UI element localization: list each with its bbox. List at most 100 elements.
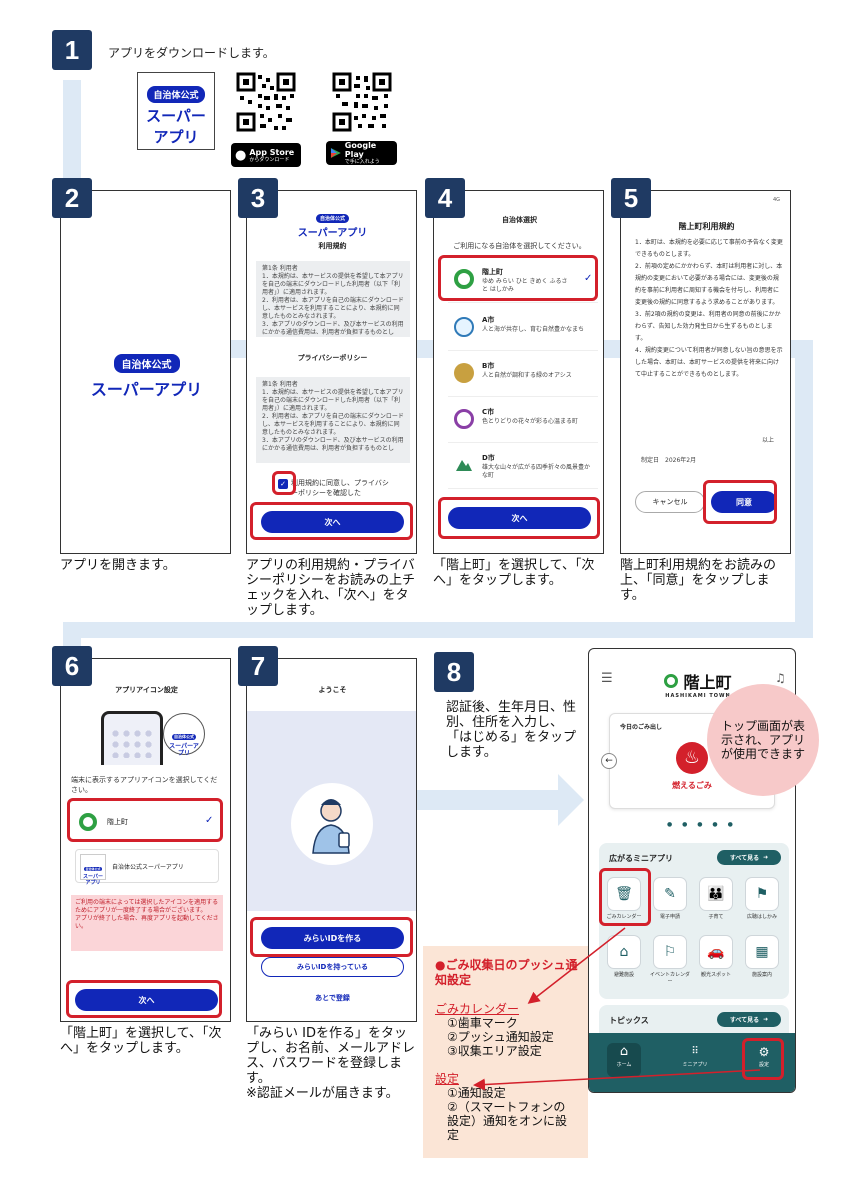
nav-settings[interactable]: ⚙ 設定 [747, 1043, 781, 1077]
flag-icon: ⚐ [663, 944, 677, 960]
municipality-item-a[interactable]: A市 人と海が共存し、育む自然豊かなまち [448, 307, 598, 351]
step-6-next-highlight [66, 980, 222, 1018]
miniapp-see-all-button[interactable]: すべて見る ➜ [717, 850, 781, 865]
tile-garbage-calendar[interactable]: 🗑 [607, 877, 641, 911]
nav-label: ホーム [616, 1062, 632, 1068]
calendar-heading: ごみカレンダー [435, 1002, 520, 1016]
step-7-create-highlight [250, 917, 413, 957]
step-3-badge: 3 [238, 178, 278, 218]
municipality-subtitle: ご利用になる自治体を選択してください。 [453, 242, 586, 250]
municipality-desc: 人と海が共存し、育む自然豊かなまち [482, 326, 585, 333]
notification-bell-icon[interactable]: ♫ [775, 671, 786, 685]
municipality-item-d[interactable]: D市 雄大な山々が広がる四季折々の風景豊かな町 [448, 445, 598, 489]
icon-option-label: 自治体公式スーパーアプリ [112, 864, 184, 871]
municipality-name: D市 [482, 454, 495, 462]
icon-option-hashikami[interactable]: 階上町 ✓ [75, 805, 219, 839]
settings-steps: ①通知設定 ②（スマートフォンの設定）通知をオンに設定 [435, 1086, 580, 1142]
town-name-en: HASHIKAMI TOWN [665, 693, 731, 699]
settings-step: ①通知設定 [447, 1086, 506, 1100]
welcome-title: ようこそ [318, 686, 347, 694]
municipality-name: B市 [482, 362, 495, 370]
step-1-text: アプリをダウンロードします。 [108, 46, 275, 60]
speech-bubble: 自治体公式 スーパーアプリ [163, 713, 205, 757]
googleplay-badge[interactable]: Google Play で手に入れよう [326, 141, 397, 165]
home-header-logo: 階上町 HASHIKAMI TOWN [653, 669, 743, 699]
nav-home[interactable]: ⌂ ホーム [607, 1043, 641, 1077]
step-5-caption: 階上町利用規約をお読みの上、「同意」をタップします。 [620, 558, 777, 603]
annotation-title: ●ごみ収集日のプッシュ通知設定 [435, 958, 578, 987]
topics-section: トピックス すべて見る ➜ [599, 1005, 789, 1035]
terms-agree-button[interactable]: 同意 [711, 491, 777, 513]
tile-label: 避難施設 [613, 972, 634, 978]
googleplay-sub-label: で手に入れよう [344, 159, 380, 165]
car-icon: 🚗 [707, 944, 725, 960]
municipality-desc: 雄大な山々が広がる四季折々の風景豊かな町 [482, 464, 591, 479]
terms-end-mark: 以上 [761, 437, 774, 444]
icon-setting-desc: 端末に表示するアプリアイコンを選択してください。 [71, 776, 218, 794]
carousel-prev-button[interactable]: ← [601, 753, 617, 769]
calendar-step: ②プッシュ通知設定 [447, 1030, 554, 1044]
register-later-link[interactable]: あとで登録 [315, 994, 350, 1002]
step-4-badge: 4 [425, 178, 465, 218]
tile-event-calendar[interactable]: ⚐ [653, 935, 687, 969]
step-3-caption: アプリの利用規約・プライバシーポリシーをお読みの上チェックを入れ、「次へ」をタッ… [246, 558, 416, 618]
tile-facility-guide[interactable]: ▦ [745, 935, 779, 969]
topics-see-all-button[interactable]: すべて見る ➜ [717, 1012, 781, 1027]
hashikami-emblem-icon [79, 813, 97, 831]
arrow-right-circle-icon: ➜ [763, 1016, 769, 1023]
gear-icon: ⚙ [758, 1045, 770, 1059]
settings-step: ②（スマートフォンの設定）通知をオンに設定 [447, 1100, 568, 1142]
a-city-wave-icon [454, 317, 474, 337]
burnable-label: 燃えるごみ [672, 781, 712, 790]
splash-logo-pill: 自治体公式 [113, 354, 180, 373]
step-1-badge: 1 [52, 30, 92, 70]
have-id-button[interactable]: みらいIDを持っている [261, 957, 404, 977]
menu-icon[interactable]: ☰ [601, 671, 613, 686]
person-illustration [291, 783, 373, 865]
fire-icon: ♨ [676, 742, 708, 774]
flow-arrow-right-icon [530, 774, 584, 826]
superapp-small-logo-text: スーパーアプリ [83, 874, 103, 886]
tile-label: ごみカレンダー [606, 914, 642, 920]
municipality-next-button[interactable]: 次へ [448, 507, 591, 529]
municipality-desc: 人と自然が調和する緑のオアシス [482, 372, 572, 379]
step-4-caption: 「階上町」を選択して、「次へ」をタップします。 [433, 558, 595, 588]
icon-option-superapp[interactable]: 自治体公式 スーパーアプリ 自治体公式スーパーアプリ [75, 849, 219, 886]
terms-logo-pill: 自治体公式 [315, 214, 349, 223]
tile-childcare[interactable]: 👪 [699, 877, 733, 911]
tile-public-hearing[interactable]: ⚑ [745, 877, 779, 911]
step-8-text: 認証後、生年月日、性別、住所を入力し、「はじめる」をタップします。 [446, 700, 577, 760]
tile-evacuation[interactable]: ⌂ [607, 935, 641, 969]
municipality-desc: ゆめ みらい ひと きめく ふるさと はしかみ [482, 278, 568, 293]
tile-e-application[interactable]: ✎ [653, 877, 687, 911]
superapp-small-pill: 自治体公式 [84, 867, 102, 871]
municipality-name: C市 [482, 408, 495, 416]
create-id-button[interactable]: みらいIDを作る [261, 927, 404, 949]
see-all-label: すべて見る [729, 855, 760, 862]
municipality-item-c[interactable]: C市 色とりどりの花々が彩る心温まる町 [448, 399, 598, 443]
step-7-caption: 「みらい IDを作る」をタップし、お名前、メールアドレス、パスワードを登録します… [246, 1026, 416, 1101]
appstore-badge[interactable]: ● App Store からダウンロード [231, 143, 301, 167]
icon-warning: ご利用の端末によっては選択したアイコンを適用するためにアプリが一度終了する場合が… [71, 895, 223, 951]
splash-logo-text: スーパーアプリ [90, 380, 203, 399]
tile-label: イベントカレンダー [649, 972, 690, 985]
nav-miniapp[interactable]: ⠿ ミニアプリ [675, 1043, 715, 1077]
flow-line-horizontal-1 [230, 340, 250, 358]
step-7-badge: 7 [238, 646, 278, 686]
agree-checkbox[interactable]: ✓ [278, 479, 288, 489]
tile-tourist-spots[interactable]: 🚗 [699, 935, 733, 969]
calendar-step: ③収集エリア設定 [447, 1044, 542, 1058]
terms-next-button[interactable]: 次へ [261, 511, 404, 533]
tile-label: 電子申請 [659, 914, 680, 920]
step-4-screen: 自治体選択 ご利用になる自治体を選択してください。 階上町 ゆめ みらい ひと … [433, 190, 604, 554]
step-5-badge: 5 [611, 178, 651, 218]
municipality-title: 自治体選択 [502, 216, 537, 224]
check-icon: ✓ [205, 815, 214, 826]
bubble-logo-text: スーパーアプリ [169, 743, 199, 757]
appstore-main-label: App Store [249, 147, 295, 157]
step-2-screen: 自治体公式 スーパーアプリ [60, 190, 231, 554]
icon-next-button[interactable]: 次へ [75, 989, 218, 1011]
municipality-item-b[interactable]: B市 人と自然が調和する緑のオアシス [448, 353, 598, 397]
municipality-item-hashikami[interactable]: 階上町 ゆめ みらい ひと きめく ふるさと はしかみ ✓ [448, 259, 598, 303]
building-icon: ▦ [755, 944, 769, 960]
